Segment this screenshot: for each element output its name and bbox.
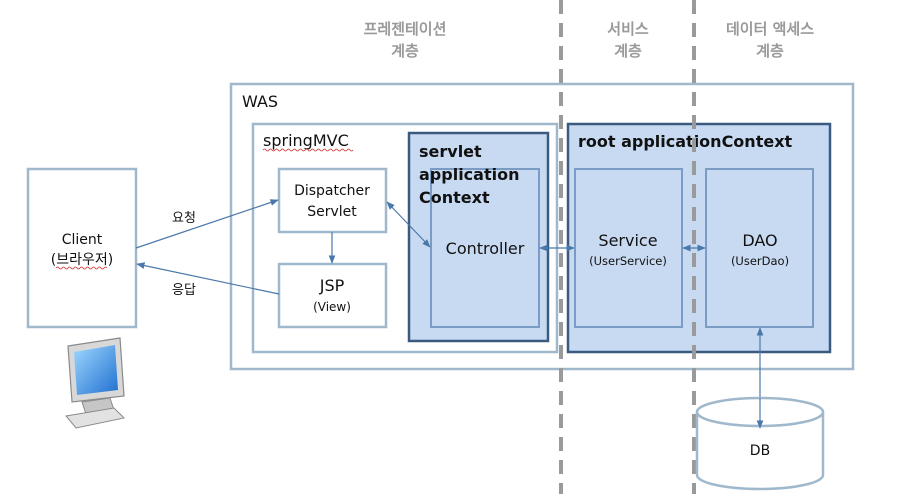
jsp-label: JSP bbox=[319, 276, 345, 295]
computer-monitor-icon bbox=[65, 337, 126, 429]
layer-service-title: 서비스 bbox=[607, 20, 649, 38]
layer-data-access-subtitle: 계층 bbox=[756, 42, 784, 60]
layer-data-access-title: 데이터 액세스 bbox=[726, 20, 814, 38]
client-box bbox=[26, 167, 138, 329]
jsp-box bbox=[277, 262, 388, 329]
servlet-context-label-line1: servlet bbox=[419, 142, 482, 161]
dao-sublabel: (UserDao) bbox=[731, 254, 789, 268]
controller-box bbox=[430, 168, 540, 328]
dispatcher-label-line2: Servlet bbox=[307, 204, 357, 220]
service-box bbox=[574, 168, 683, 328]
response-label: 응답 bbox=[172, 283, 196, 298]
request-arrow bbox=[135, 199, 279, 249]
servlet-context-label-line2: application bbox=[419, 165, 519, 184]
dispatcher-servlet-box bbox=[277, 167, 388, 234]
root-context-label: root applicationContext bbox=[578, 132, 793, 151]
service-label: Service bbox=[598, 231, 657, 250]
jsp-sublabel: (View) bbox=[313, 300, 351, 314]
layer-service-subtitle: 계층 bbox=[614, 42, 642, 60]
layer-presentation-subtitle: 계층 bbox=[391, 42, 419, 60]
dispatcher-controller-arrow bbox=[386, 201, 431, 248]
spellcheck-underline bbox=[262, 148, 354, 152]
spring-mvc-label: springMVC bbox=[263, 131, 349, 150]
dao-label: DAO bbox=[742, 231, 777, 250]
database-cylinder bbox=[695, 396, 825, 491]
layer-presentation-title: 프레젠테이션 bbox=[364, 20, 447, 38]
request-label: 요청 bbox=[172, 211, 196, 226]
servlet-context-label-line3: Context bbox=[419, 188, 490, 207]
db-label: DB bbox=[750, 443, 770, 459]
dao-box bbox=[705, 168, 814, 328]
spellcheck-underline bbox=[55, 266, 108, 270]
client-label: Client bbox=[62, 232, 103, 248]
response-arrow bbox=[136, 262, 280, 295]
dispatcher-label-line1: Dispatcher bbox=[294, 183, 370, 199]
controller-label: Controller bbox=[446, 239, 525, 258]
client-sublabel: (브라우저) bbox=[51, 252, 113, 268]
service-sublabel: (UserService) bbox=[589, 254, 667, 268]
was-label: WAS bbox=[242, 92, 278, 111]
